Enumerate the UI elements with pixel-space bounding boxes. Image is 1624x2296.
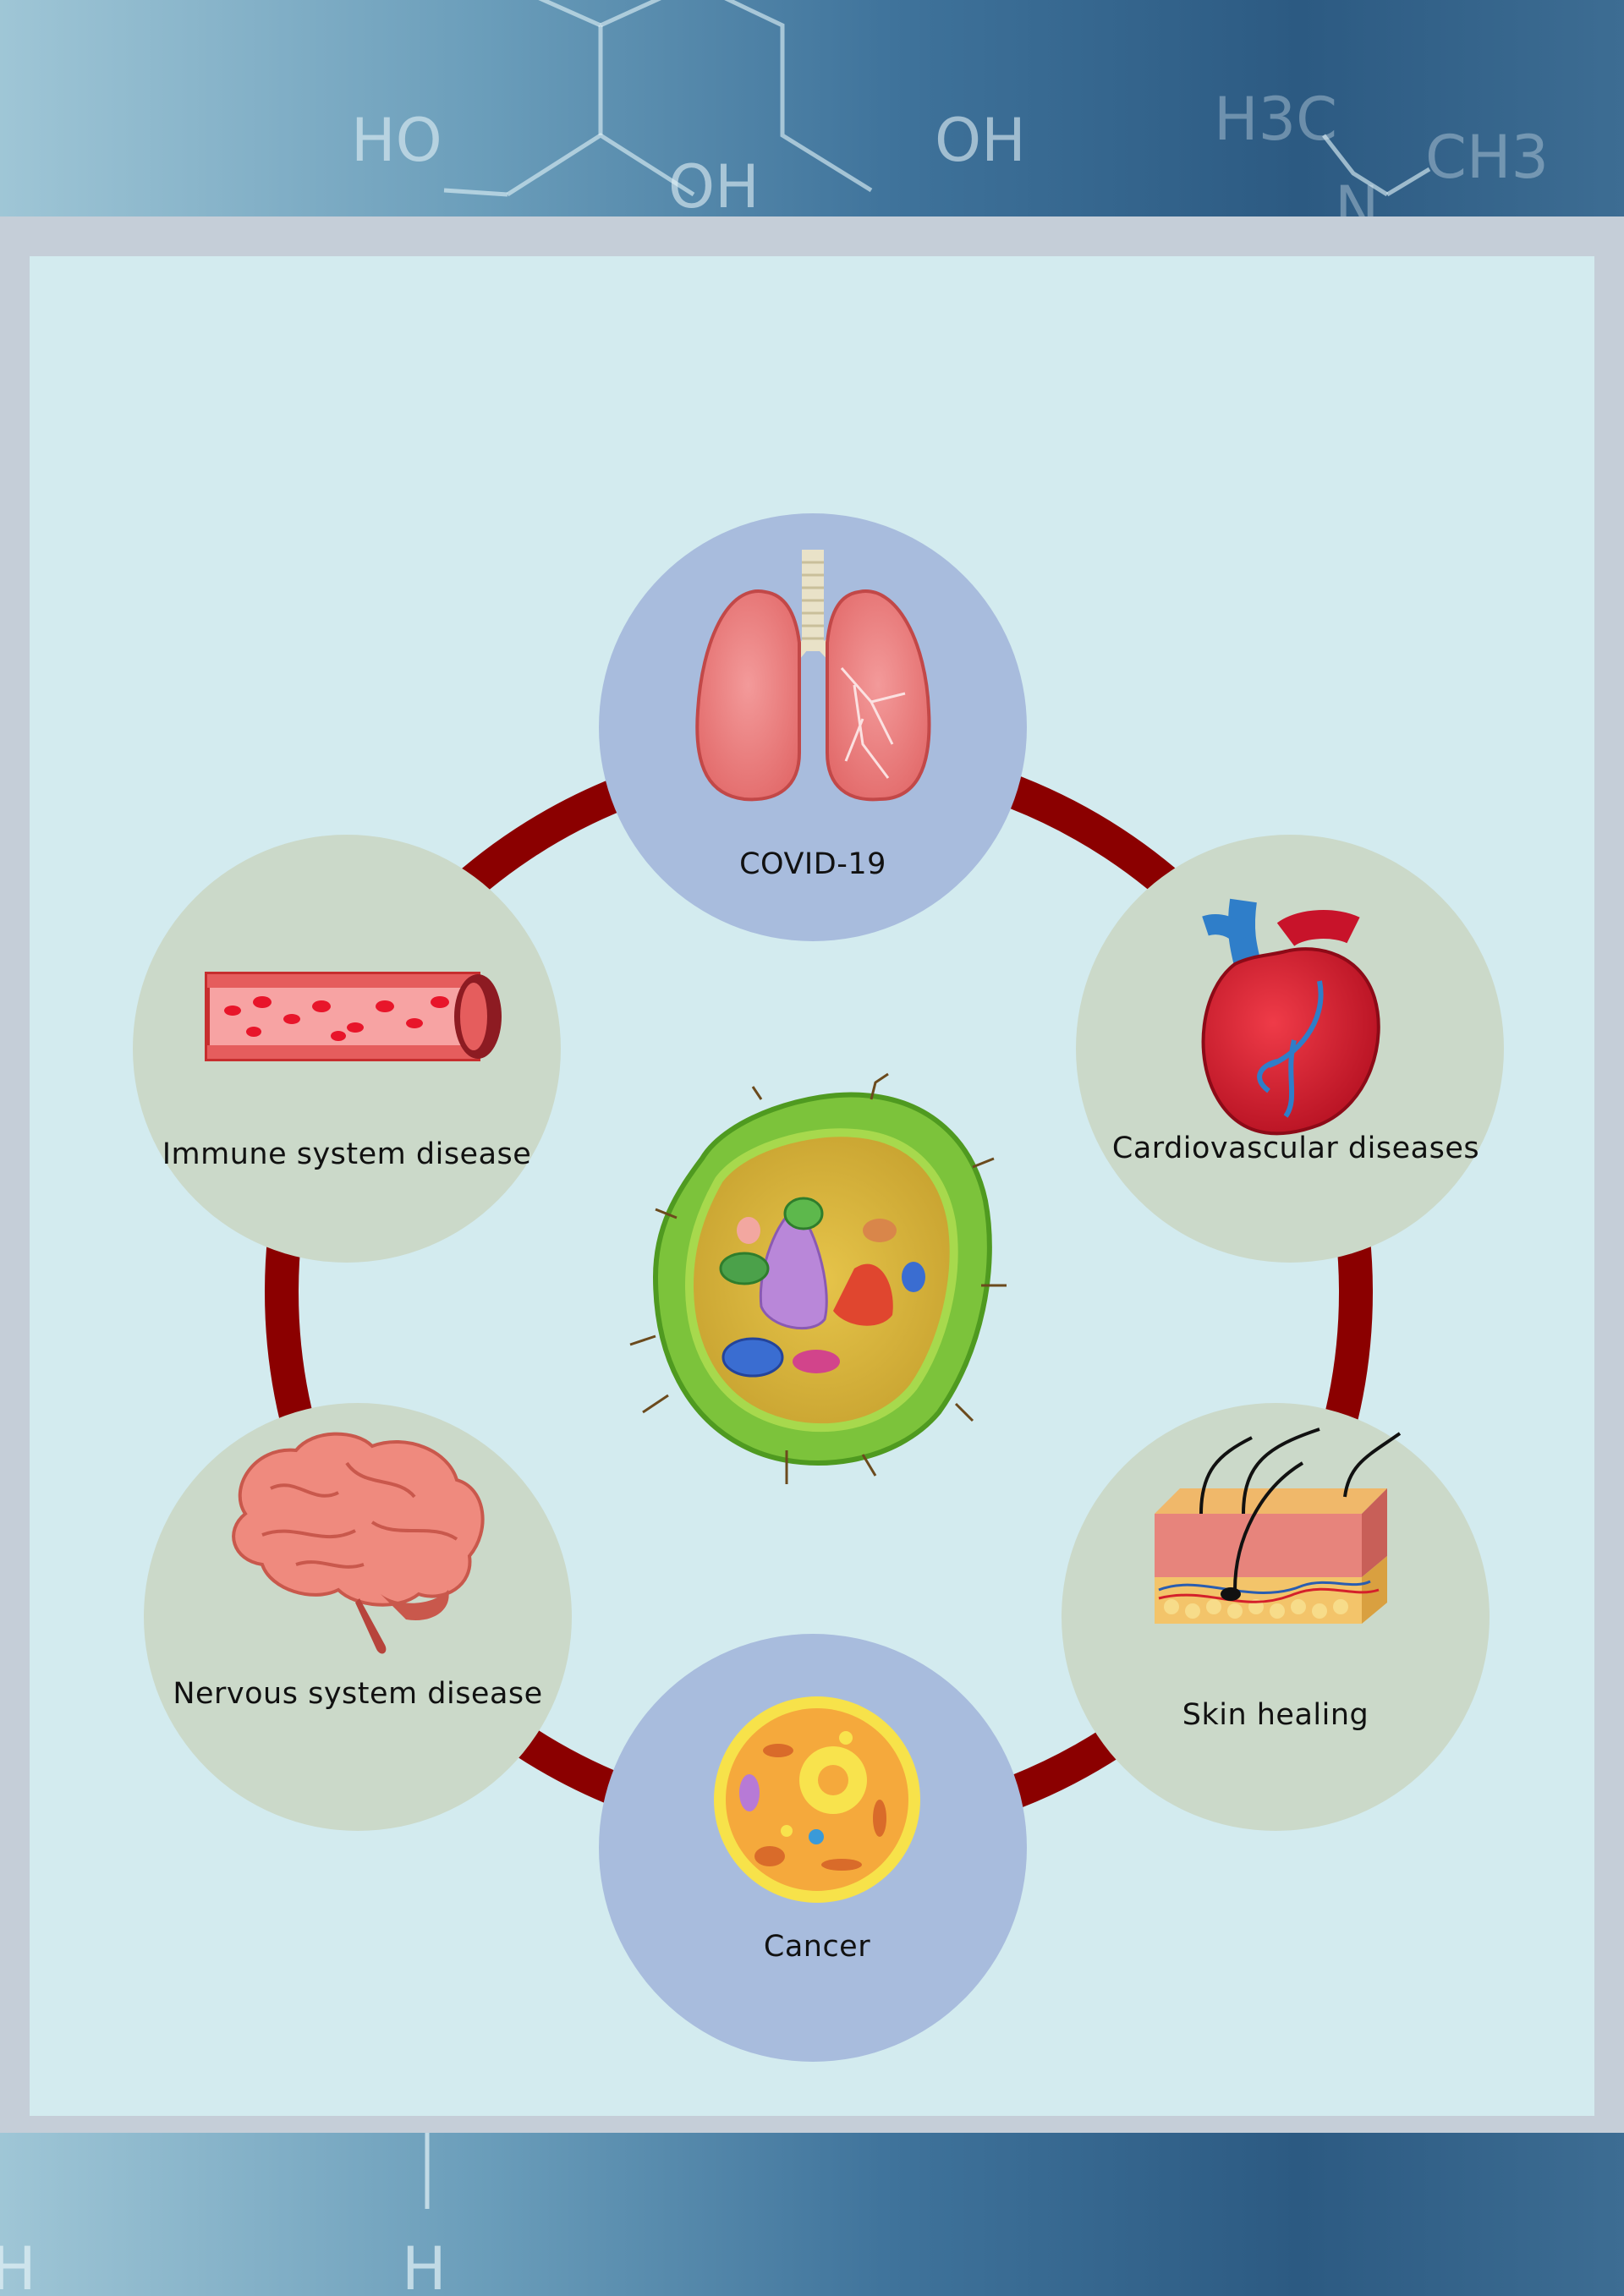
label-cardiovascular: Cardiovascular diseases [1111,1132,1480,1165]
formula-oh-right: OH [935,106,1026,175]
brain-icon [232,1432,485,1654]
label-immune-system: Immune system disease [162,1137,532,1171]
node-circle-covid [599,513,1027,941]
plant-cell-icon [629,1072,1007,1484]
cancer-cell-icon [714,1696,920,1903]
formula-oh-left: OH [668,152,760,216]
label-cancer: Cancer [763,1930,871,1964]
chemical-structure-footer: H H [0,2133,447,2296]
heart-icon [1201,898,1380,1136]
label-covid: COVID-19 [739,847,886,881]
formula-ch3: CH3 [1425,123,1549,192]
label-nervous-system: Nervous system disease [173,1677,543,1711]
formula-h-left: H [0,2234,36,2296]
formula-ho: HO [351,106,442,175]
formula-n: N [1335,173,1379,216]
skin-layers-icon [1155,1427,1402,1624]
lungs-icon [695,550,931,802]
formula-h-mid: H [402,2234,447,2296]
chemical-structure-header: HO OH OH H3C N CH3 [351,0,1549,216]
blood-vessel-icon [205,972,502,1061]
label-skin-healing: Skin healing [1182,1698,1369,1732]
formula-h3c: H3C [1214,85,1337,154]
